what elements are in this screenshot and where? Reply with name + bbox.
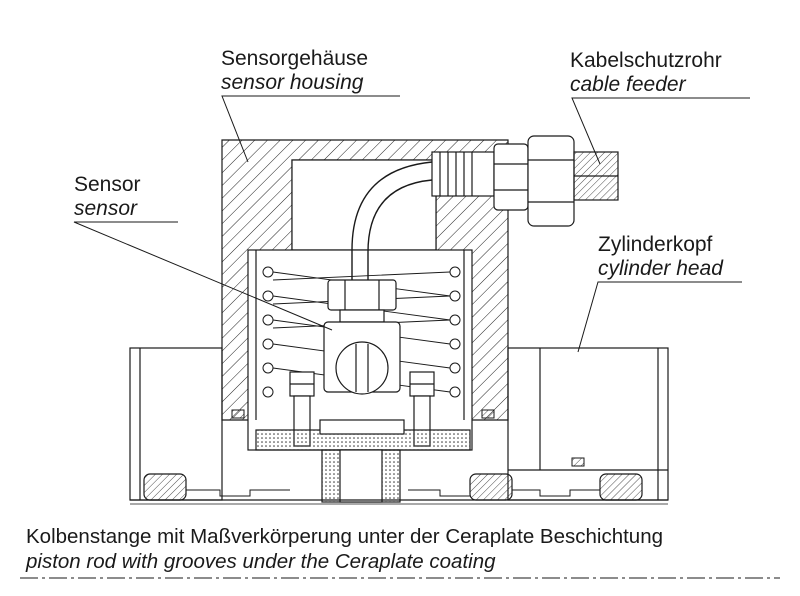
sensor-stem — [321, 449, 401, 503]
cable-protection-tube — [573, 151, 619, 201]
label-sensor-housing: Sensorgehäuse sensor housing — [221, 47, 369, 94]
leader-lines — [73, 95, 750, 353]
cable-nut — [493, 135, 575, 227]
label-cable-feeder: Kabelschutzrohr cable feeder — [570, 49, 722, 96]
label-sensor: Sensor sensor — [74, 173, 141, 220]
seal-rings — [231, 409, 585, 467]
label-piston-rod: Kolbenstange mit Maßverkörperung unter d… — [26, 525, 663, 573]
rod-seals — [143, 473, 643, 501]
piston-rod-surface — [130, 499, 668, 505]
cylinder-head — [129, 347, 669, 501]
label-cylinder-head: Zylinderkopf cylinder head — [598, 233, 723, 280]
sensor-body — [323, 279, 401, 395]
cable-tube — [351, 151, 495, 282]
sensor-base — [255, 419, 471, 451]
